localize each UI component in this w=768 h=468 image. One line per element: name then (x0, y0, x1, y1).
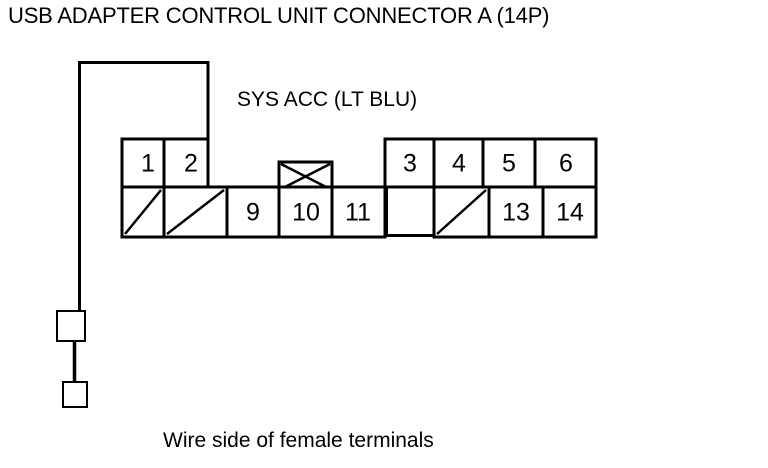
pin-cell-13 (487, 185, 545, 239)
circuit-label: SYS ACC (LT BLU) (237, 88, 418, 111)
connector-top-left-group: 1 2 (120, 137, 210, 189)
terminal-block-large (56, 310, 86, 342)
pin-cell-blank-2-slash (166, 189, 225, 235)
pin-label-11: 11 (345, 199, 371, 227)
pin-label-13: 13 (502, 199, 530, 227)
pin-label-9: 9 (246, 199, 260, 227)
pin-label-10: 10 (292, 199, 320, 227)
footer-caption: Wire side of female terminals (163, 429, 434, 452)
connector-bottom-left-group: 9 10 11 (120, 185, 387, 239)
pin-label-1: 1 (141, 150, 155, 178)
blocked-cell-cross-line-2 (280, 162, 331, 191)
pin-label-14: 14 (556, 199, 584, 227)
pin-cell-3 (383, 137, 436, 189)
connector-body: 1 2 3 4 5 6 (120, 137, 598, 239)
pin-label-2: 2 (184, 150, 198, 178)
pin-label-4: 4 (452, 150, 466, 178)
pin-cell-blank-1-slash (124, 189, 162, 235)
connector-top-right-group: 3 4 5 6 (383, 137, 598, 189)
pin-cell-blank-3-slash (436, 189, 487, 235)
sys-acc-wire (72, 61, 210, 383)
connector-bottom-right-group: 13 14 (432, 185, 598, 239)
page-title: USB ADAPTER CONTROL UNIT CONNECTOR A (14… (8, 3, 550, 28)
terminal-block-small (62, 381, 88, 408)
pin-cell-open-under-3 (385, 187, 434, 237)
pin-label-3: 3 (403, 150, 417, 178)
pin-label-6: 6 (559, 150, 573, 178)
pin-label-5: 5 (502, 150, 516, 178)
pin-cell-14 (541, 185, 598, 239)
